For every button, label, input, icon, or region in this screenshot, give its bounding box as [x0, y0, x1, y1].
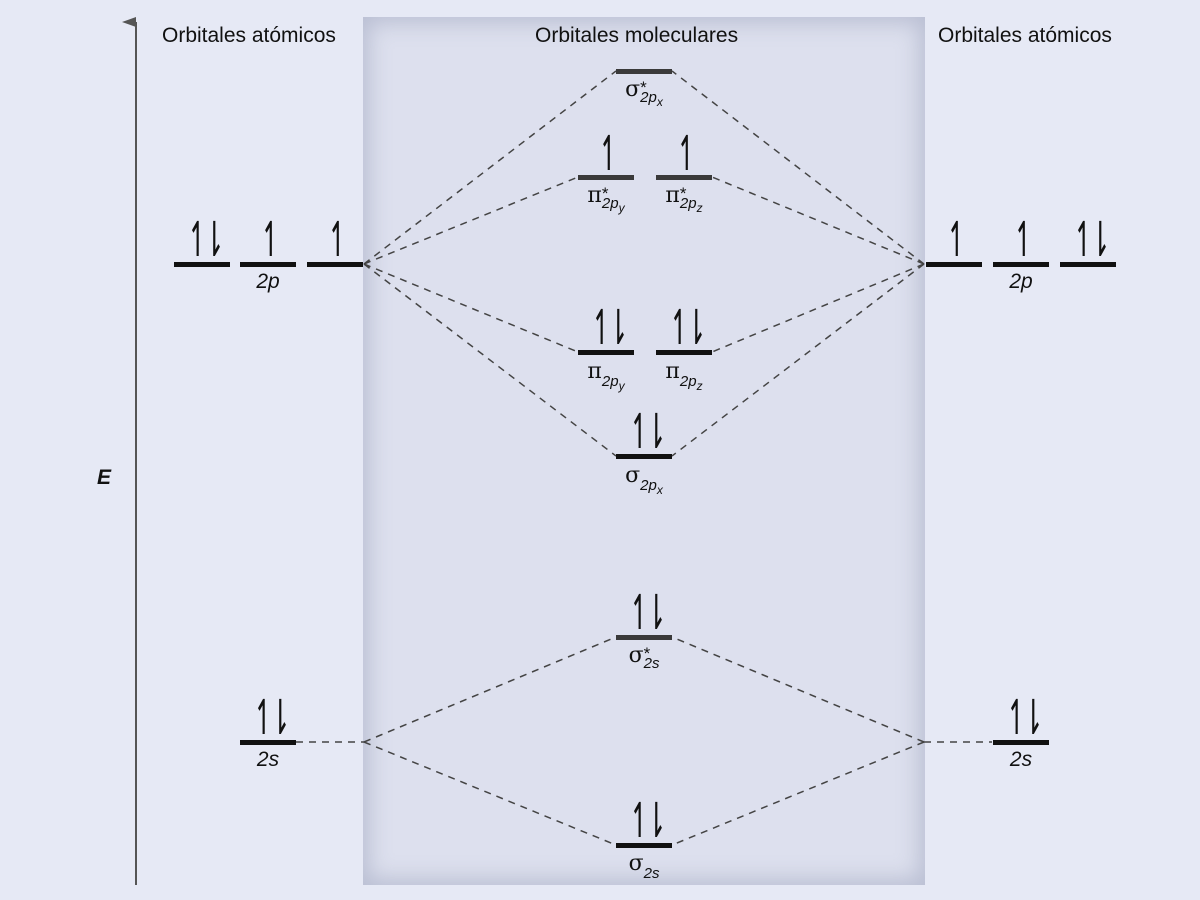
line-left2p-pi2pystar: [363, 176, 579, 265]
orbital-pi-2pz-star: [656, 175, 712, 180]
orbital-pi-2py: [578, 350, 634, 355]
electron-pair: ↿⇂: [628, 585, 668, 641]
line-right2s-sigma2s: [671, 741, 925, 846]
label-pi-2pz: π2pz: [665, 359, 703, 393]
line-left2p-pi2py: [363, 263, 579, 353]
electron-up: ↿: [675, 126, 698, 182]
label-sigma-2s: σ2s: [628, 851, 660, 883]
line-left2p-sigma2pxstar: [363, 70, 617, 265]
orbital-left-2p-3: [307, 262, 363, 267]
line-right2p-pi2pz: [711, 263, 925, 353]
line-right2s-sigma2sstar: [671, 636, 925, 743]
label-right-2s: 2s: [1009, 748, 1033, 771]
electron-slot: [629, 24, 660, 72]
label-pi-2py: π2py: [587, 359, 625, 393]
header-left-atomic-orbitals: Orbitales atómicos: [162, 24, 336, 47]
orbital-sigma-2px: [616, 454, 672, 459]
line-left2p-sigma2px: [363, 263, 617, 457]
label-left-2s: 2s: [256, 748, 280, 771]
electron-pair: ↿⇂: [668, 300, 708, 356]
orbital-pi-2py-star: [578, 175, 634, 180]
line-right2p-sigma2pxstar: [671, 70, 925, 265]
line-left2s-sigma2s: [363, 741, 617, 846]
orbital-right-2s: [993, 740, 1049, 745]
orbital-pi-2pz: [656, 350, 712, 355]
electron-pair: ↿⇂: [628, 793, 668, 849]
line-left2s-sigma2sstar: [363, 636, 617, 743]
energy-axis-label: E: [97, 466, 112, 489]
electron-up: ↿: [259, 212, 282, 268]
orbital-left-2p-2: [240, 262, 296, 267]
electron-up: ↿: [597, 126, 620, 182]
electron-up: ↿: [945, 212, 968, 268]
electron-up: ↿: [326, 212, 349, 268]
orbital-right-2p-1: [926, 262, 982, 267]
electron-pair: ↿⇂: [252, 690, 292, 746]
orbital-left-2s: [240, 740, 296, 745]
orbital-right-2p-2: [993, 262, 1049, 267]
header-molecular-orbitals: Orbitales moleculares: [535, 24, 739, 47]
orbital-sigma-2px-star: [616, 69, 672, 74]
electron-pair: ↿⇂: [628, 404, 668, 460]
label-sigma-2s-star: σ*2s: [628, 643, 660, 672]
label-pi-2pz-star: π*2pz: [665, 183, 703, 215]
electron-pair: ↿⇂: [590, 300, 630, 356]
molecular-orbitals-panel: [363, 17, 925, 885]
electron-up: ↿: [1012, 212, 1035, 268]
line-right2p-pi2pzstar: [711, 176, 925, 265]
correlation-lines: [296, 70, 992, 846]
electron-pair: ↿⇂: [186, 212, 226, 268]
orbital-right-2p-3: [1060, 262, 1116, 267]
electron-pair: ↿⇂: [1005, 690, 1045, 746]
label-sigma-2px-star: σ*2px: [625, 77, 663, 109]
orbital-sigma-2s: [616, 843, 672, 848]
label-sigma-2px: σ2px: [625, 463, 663, 497]
label-pi-2py-star: π*2py: [587, 183, 625, 215]
orbital-sigma-2s-star: [616, 635, 672, 640]
line-right2p-sigma2px: [671, 263, 925, 457]
label-left-2p: 2p: [256, 270, 280, 293]
electron-pair: ↿⇂: [1072, 212, 1112, 268]
label-right-2p: 2p: [1009, 270, 1033, 293]
header-right-atomic-orbitals: Orbitales atómicos: [938, 24, 1112, 47]
orbital-left-2p-1: [174, 262, 230, 267]
